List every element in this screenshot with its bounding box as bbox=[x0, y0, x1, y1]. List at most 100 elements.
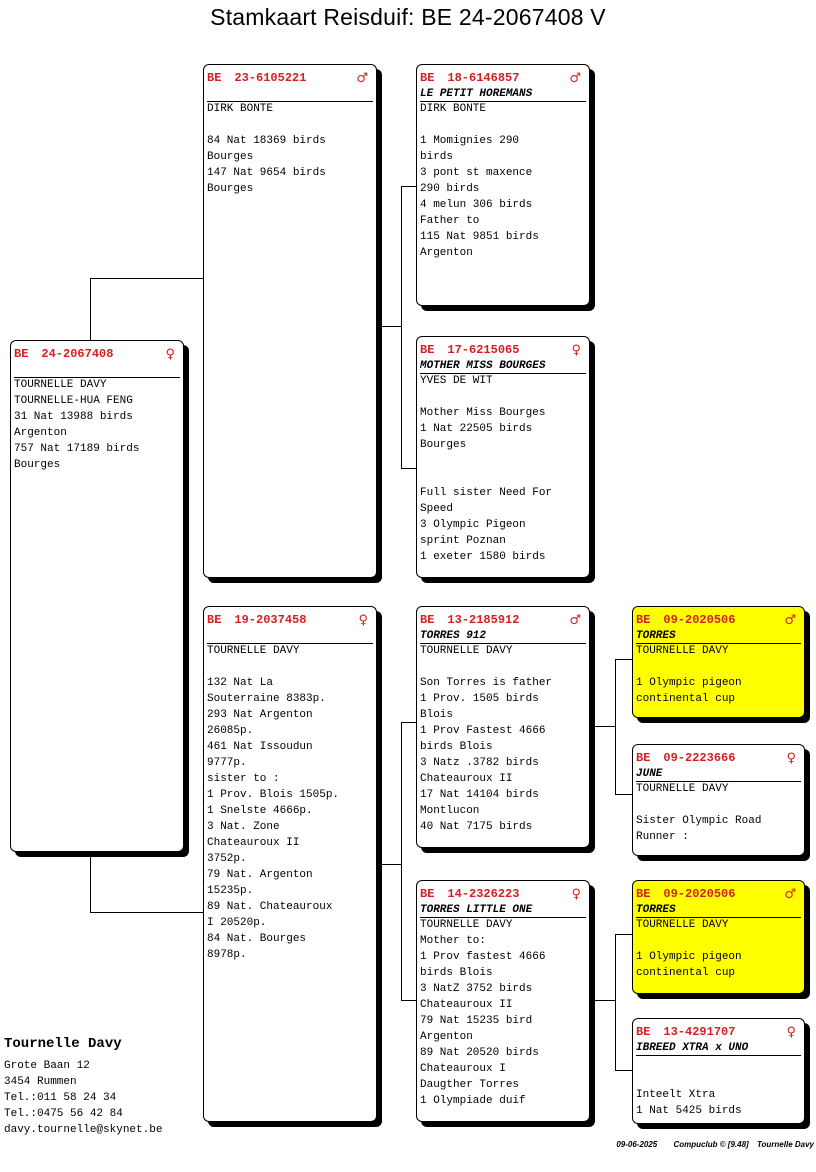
connector-line bbox=[90, 912, 204, 913]
connector-line bbox=[615, 934, 632, 935]
country-code: BE bbox=[636, 751, 651, 765]
connector-line bbox=[615, 659, 632, 660]
female-icon: ♀ bbox=[358, 612, 368, 628]
pigeon-name bbox=[11, 363, 183, 377]
pigeon-owner: TOURNELLE DAVY bbox=[14, 379, 107, 391]
pigeon-owner: DIRK BONTE bbox=[420, 103, 487, 115]
print-meta: 09-06-2025 Compuclub © [9.48] Tournelle … bbox=[602, 1140, 814, 1149]
pigeon-notes: Mother Miss Bourges 1 Nat 22505 birds Bo… bbox=[420, 407, 553, 563]
connector-line bbox=[615, 659, 616, 794]
country-code: BE bbox=[420, 343, 435, 357]
pigeon-notes: 132 Nat La Souterraine 8383p. 293 Nat Ar… bbox=[207, 677, 340, 961]
connector-line bbox=[401, 468, 417, 469]
pigeon-notes: 84 Nat 18369 birds Bourges 147 Nat 9654 … bbox=[207, 135, 326, 195]
page-title: Stamkaart Reisduif: BE 24-2067408 V bbox=[210, 4, 606, 30]
divider bbox=[14, 377, 180, 378]
country-code: BE bbox=[636, 1025, 651, 1039]
pigeon-name bbox=[204, 87, 376, 101]
divider bbox=[420, 917, 586, 918]
pigeon-notes: 1 Momignies 290 birds 3 pont st maxence … bbox=[420, 135, 539, 259]
connector-line bbox=[615, 1070, 632, 1071]
divider bbox=[420, 101, 586, 102]
female-icon: ♀ bbox=[786, 1024, 796, 1040]
pigeon-owner: TOURNELLE DAVY bbox=[420, 645, 513, 657]
pigeon-name: TORRES bbox=[636, 630, 676, 642]
female-icon: ♀ bbox=[165, 346, 175, 362]
female-icon: ♀ bbox=[571, 886, 581, 902]
divider bbox=[636, 643, 801, 644]
software-name: Compuclub © [9.48] bbox=[673, 1140, 749, 1149]
divider bbox=[420, 643, 586, 644]
pigeon-owner: TOURNELLE DAVY bbox=[207, 645, 300, 657]
country-code: BE bbox=[14, 347, 29, 361]
pigeon-notes: Inteelt Xtra 1 Nat 5425 birds bbox=[636, 1089, 742, 1117]
connector-line bbox=[376, 326, 401, 327]
pigeon-name: MOTHER MISS BOURGES bbox=[420, 360, 546, 372]
ring-number: 09-2223666 bbox=[663, 751, 736, 765]
female-icon: ♀ bbox=[571, 342, 581, 358]
country-code: BE bbox=[636, 887, 651, 901]
male-icon: ♂ bbox=[569, 612, 581, 628]
country-code: BE bbox=[207, 71, 222, 85]
connector-line bbox=[615, 934, 616, 1070]
connector-line bbox=[90, 278, 91, 341]
ring-number: 13-4291707 bbox=[663, 1025, 736, 1039]
breeder-email: davy.tournelle@skynet.be bbox=[4, 1124, 163, 1136]
connector-line bbox=[401, 722, 417, 723]
pigeon-name: TORRES bbox=[636, 904, 676, 916]
ring-number: 14-2326223 bbox=[447, 887, 520, 901]
print-date: 09-06-2025 bbox=[616, 1140, 658, 1149]
connector-line bbox=[401, 722, 402, 1000]
connector-line bbox=[589, 1000, 615, 1001]
pigeon-owner: DIRK BONTE bbox=[207, 103, 274, 115]
pigeon-name: TORRES LITTLE ONE bbox=[420, 904, 533, 916]
female-icon: ♀ bbox=[786, 750, 796, 766]
pigeon-owner: TOURNELLE DAVY bbox=[636, 645, 729, 657]
country-code: BE bbox=[420, 887, 435, 901]
pigeon-owner: TOURNELLE DAVY bbox=[420, 919, 513, 931]
divider bbox=[636, 781, 801, 782]
divider bbox=[207, 643, 373, 644]
connector-line bbox=[90, 278, 204, 279]
connector-line bbox=[589, 726, 615, 727]
pigeon-name: IBREED XTRA x UNO bbox=[636, 1042, 749, 1054]
breeder-city: 3454 Rummen bbox=[4, 1076, 77, 1088]
pigeon-name bbox=[204, 629, 376, 643]
pigeon-owner bbox=[633, 1056, 804, 1071]
connector-line bbox=[615, 794, 632, 795]
ring-number: 09-2020506 bbox=[663, 613, 736, 627]
pigeon-owner: TOURNELLE DAVY bbox=[636, 919, 729, 931]
connector-line bbox=[401, 186, 402, 468]
pigeon-notes: 1 Olympic pigeon continental cup bbox=[636, 951, 742, 979]
country-code: BE bbox=[420, 613, 435, 627]
pigeon-card-mother-mother[interactable]: BE 14-2326223 ♀ TORRES LITTLE ONE TOURNELL… bbox=[416, 880, 590, 1122]
ring-number: 19-2037458 bbox=[234, 613, 307, 627]
breeder-mobile: Tel.:0475 56 42 84 bbox=[4, 1108, 123, 1120]
ring-number: 13-2185912 bbox=[447, 613, 520, 627]
ring-number: 18-6146857 bbox=[447, 71, 520, 85]
pigeon-notes: Son Torres is father 1 Prov. 1505 birds … bbox=[420, 677, 553, 833]
country-code: BE bbox=[420, 71, 435, 85]
male-icon: ♂ bbox=[784, 612, 796, 628]
ring-number: 23-6105221 bbox=[234, 71, 307, 85]
breeder-name: Tournelle Davy bbox=[4, 1036, 122, 1052]
breeder-phone: Tel.:011 58 24 34 bbox=[4, 1092, 117, 1104]
ring-number: 17-6215065 bbox=[447, 343, 520, 357]
country-code: BE bbox=[636, 613, 651, 627]
breeder-contact: Grote Baan 12 3454 Rummen Tel.:011 58 24… bbox=[4, 1058, 162, 1138]
connector-line bbox=[90, 852, 91, 912]
pigeon-notes: Sister Olympic Road Runner : bbox=[636, 815, 762, 843]
breeder-address: Grote Baan 12 bbox=[4, 1060, 90, 1072]
pigeon-card-mother-mother-mother[interactable]: BE 13-4291707 ♀ IBREED XTRA x UNO Inteelt … bbox=[632, 1018, 805, 1124]
ring-number: 24-2067408 bbox=[41, 347, 114, 361]
connector-line bbox=[401, 186, 417, 187]
